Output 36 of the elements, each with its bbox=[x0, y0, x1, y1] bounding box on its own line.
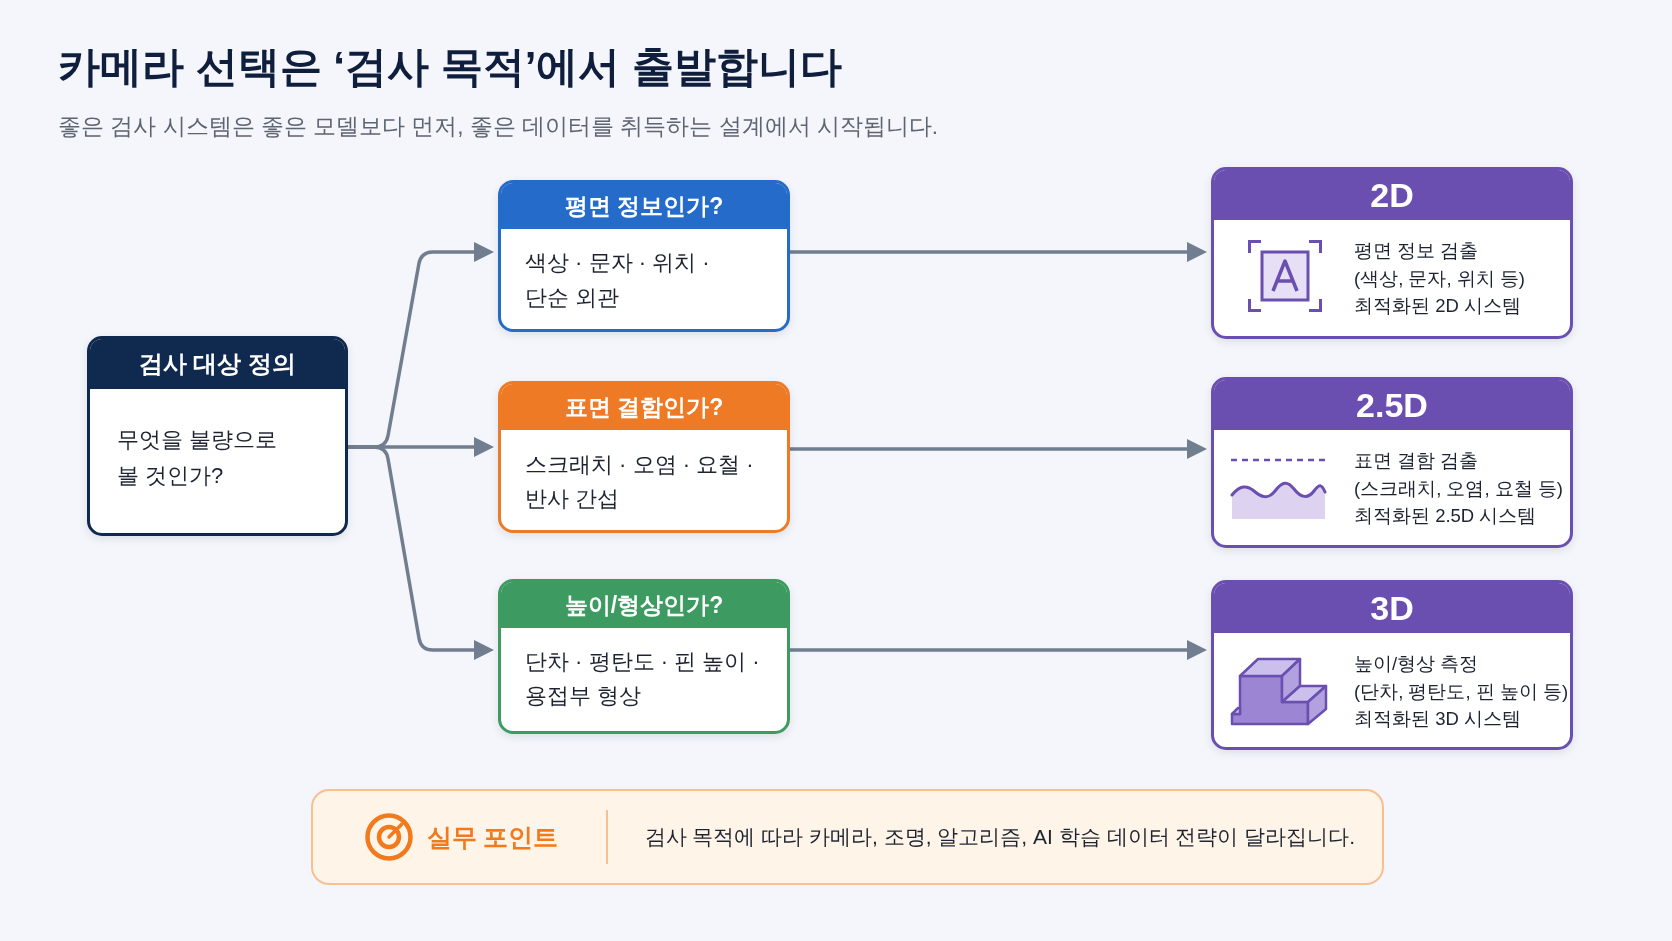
arrow bbox=[348, 445, 494, 660]
header-bar: 높이/형상인가? bbox=[501, 582, 787, 628]
description-text: 단차 · 평탄도 · 핀 높이 · 용접부 형상 bbox=[525, 648, 761, 710]
question-box bbox=[498, 381, 790, 533]
process-box bbox=[87, 336, 348, 536]
question-box bbox=[498, 180, 790, 332]
result-text: 최적화된 3D 시스템 bbox=[1354, 707, 1521, 731]
question-box bbox=[498, 579, 790, 734]
header-bar: 3D bbox=[1214, 583, 1570, 633]
result-text: 표면 결함 검출 bbox=[1354, 449, 1479, 473]
result-box bbox=[1211, 377, 1573, 548]
header-bar: 표면 결함인가? bbox=[501, 384, 787, 430]
title: 카메라 선택은 ‘검사 목적’에서 출발합니다 bbox=[58, 42, 842, 92]
result-box bbox=[1211, 167, 1573, 339]
callout-box bbox=[311, 789, 1384, 885]
result-box bbox=[1211, 580, 1573, 750]
callout-title: 실무 포인트 bbox=[426, 821, 559, 853]
result-text: 평면 정보 검출 bbox=[1354, 239, 1479, 263]
arrow bbox=[790, 242, 1207, 262]
description-text: 스크래치 · 오염 · 요철 · 반사 간섭 bbox=[525, 451, 755, 513]
header-bar: 2.5D bbox=[1214, 380, 1570, 430]
header-bar: 검사 대상 정의 bbox=[90, 339, 345, 389]
header-bar: 2D bbox=[1214, 170, 1570, 220]
description-text: 색상 · 문자 · 위치 · 단순 외관 bbox=[525, 249, 711, 312]
header-bar: 평면 정보인가? bbox=[501, 183, 787, 229]
arrow bbox=[790, 640, 1207, 660]
subtitle: 좋은 검사 시스템은 좋은 모델보다 먼저, 좋은 데이터를 취득하는 설계에서 시작됩니다. bbox=[58, 113, 938, 141]
result-text: (색상, 문자, 위치 등) bbox=[1354, 266, 1526, 291]
result-text: (단차, 평탄도, 핀 높이 등) bbox=[1354, 679, 1569, 704]
callout-text: 검사 목적에 따라 카메라, 조명, 알고리즘, AI 학습 데이터 전략이 달라집니다. bbox=[644, 823, 1356, 850]
result-text: 최적화된 2.5D 시스템 bbox=[1354, 504, 1537, 528]
result-text: 높이/형상 측정 bbox=[1354, 652, 1479, 676]
result-text: (스크래치, 오염, 요철 등) bbox=[1354, 476, 1564, 501]
description-text: 무엇을 불량으로 볼 것인가? bbox=[117, 426, 279, 490]
arrow bbox=[790, 439, 1207, 459]
result-text: 최적화된 2D 시스템 bbox=[1354, 294, 1521, 318]
